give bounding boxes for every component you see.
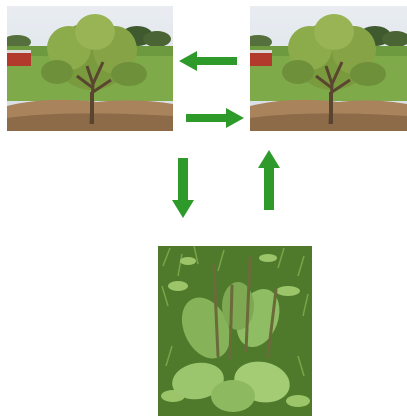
arrow-up-icon <box>258 150 280 210</box>
arrow-right <box>186 108 244 128</box>
tree-photo-right <box>250 6 407 131</box>
broadleaf-plantain-photo-icon <box>158 246 312 416</box>
young-tree-photo-icon <box>250 6 407 131</box>
plantain-photo <box>158 246 312 416</box>
young-tree-photo-icon <box>7 6 173 131</box>
arrow-down-icon <box>172 158 194 218</box>
arrow-left <box>179 51 237 71</box>
arrow-up <box>258 150 280 210</box>
tree-photo-left <box>7 6 173 131</box>
arrow-down <box>172 158 194 218</box>
arrow-right-icon <box>186 108 244 128</box>
arrow-left-icon <box>179 51 237 71</box>
